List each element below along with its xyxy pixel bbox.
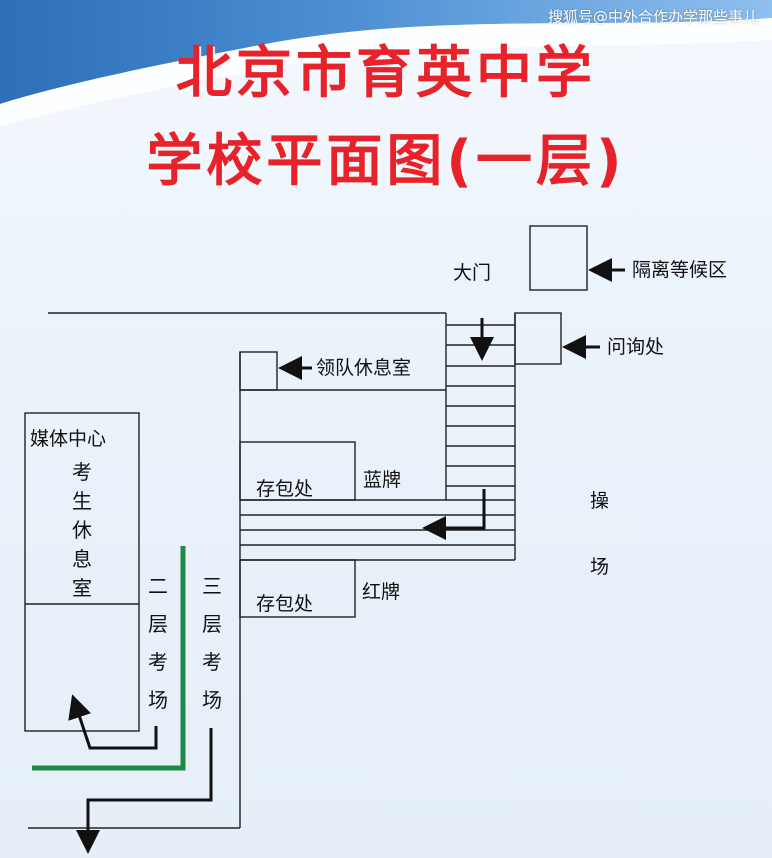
playground-label-1: 操 — [590, 490, 610, 512]
bag-storage-red-box — [239, 559, 356, 618]
floor2-route-arrow — [68, 694, 158, 750]
main-gate-label: 大门 — [453, 262, 492, 284]
green-route-line — [32, 546, 186, 771]
blue-card-label: 蓝牌 — [363, 469, 402, 491]
bag-storage-blue-label: 存包处 — [256, 478, 314, 500]
information-desk-label: 问询处 — [607, 336, 665, 358]
team-leader-lounge-box — [239, 351, 278, 391]
title-line-1: 北京市育英中学 — [176, 41, 596, 106]
isolation-area-label: 隔离等候区 — [632, 259, 728, 281]
media-center-box — [24, 412, 140, 732]
information-desk-box — [514, 312, 562, 365]
team-leader-lounge-label: 领队休息室 — [316, 357, 412, 379]
bag-storage-blue-box — [239, 441, 356, 501]
floor3-exam-label: 三 层 考 场 — [202, 574, 222, 712]
media-center-label: 媒体中心 — [30, 428, 107, 450]
candidate-lounge-label: 考 生 休 息 室 — [72, 460, 92, 600]
playground-label-2: 场 — [590, 556, 610, 578]
title-line-2: 学校平面图(一层) — [146, 129, 626, 194]
watermark-text: 搜狐号@中外合作办学那些事儿 — [547, 8, 758, 26]
stair-exit-arrow — [422, 489, 486, 540]
isolation-area-box — [529, 225, 588, 291]
floor2-exam-label: 二 层 考 场 — [148, 574, 168, 712]
red-card-label: 红牌 — [362, 581, 401, 603]
floor3-route-arrow — [76, 728, 213, 854]
bag-storage-red-label: 存包处 — [256, 593, 314, 615]
